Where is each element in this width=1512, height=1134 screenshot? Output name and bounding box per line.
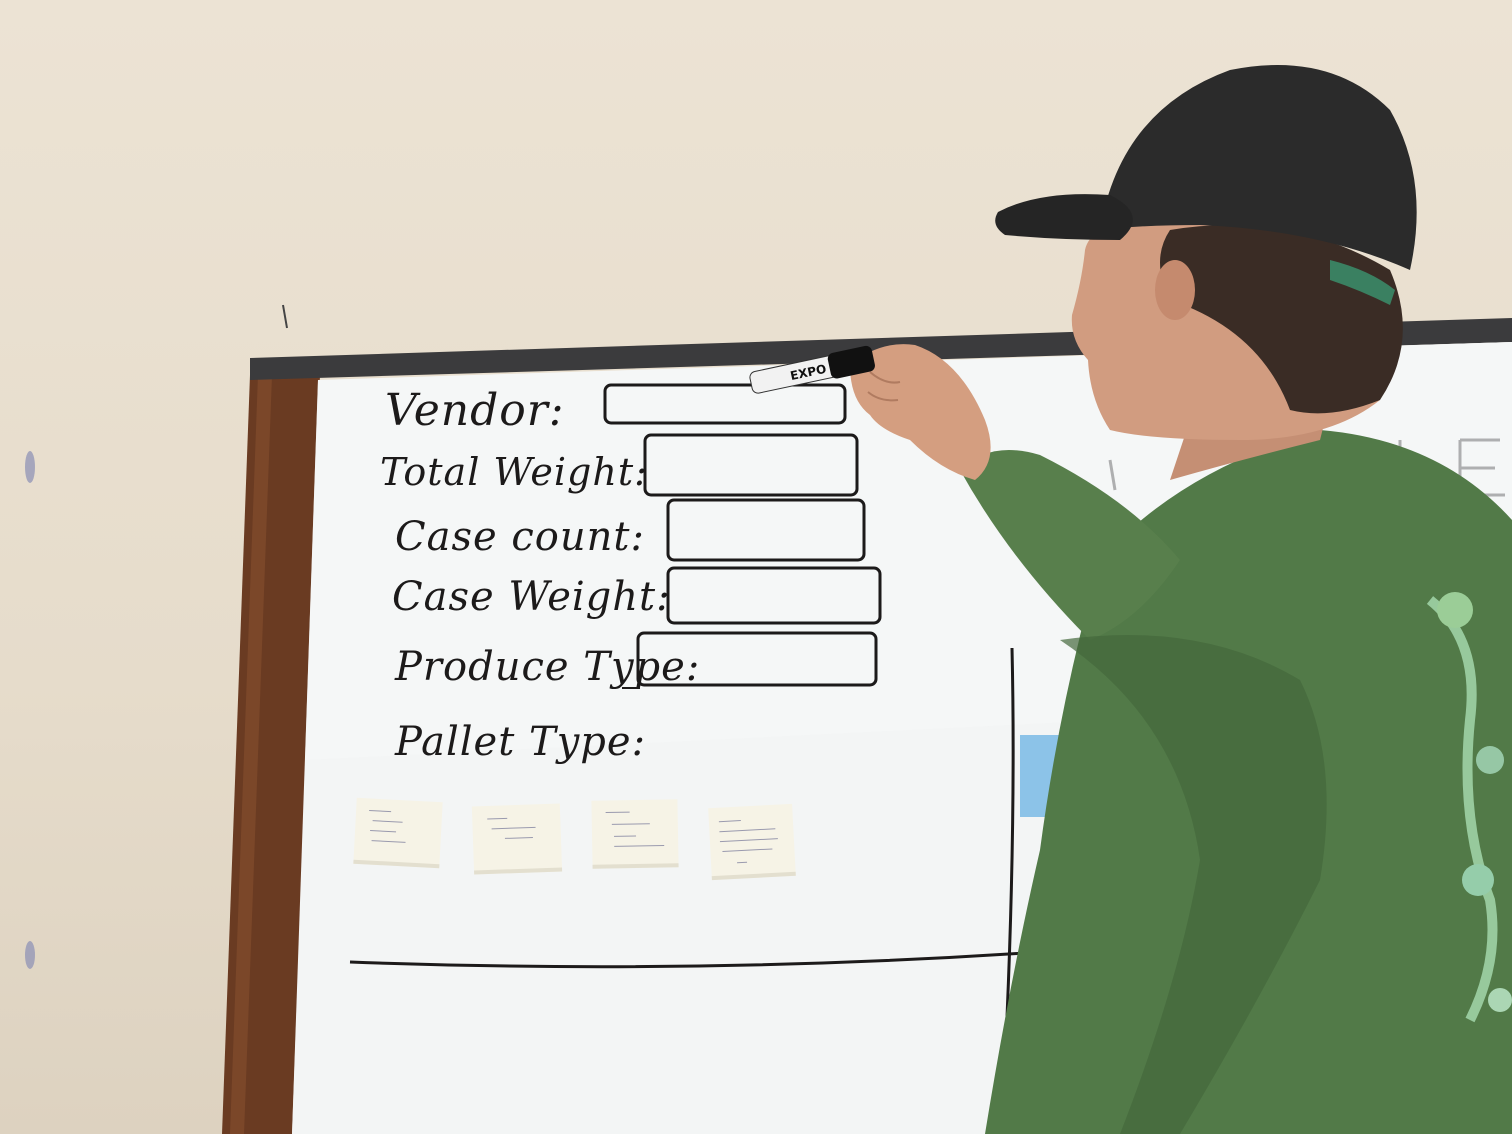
sticky-note <box>708 803 796 881</box>
vendor-box <box>603 383 847 425</box>
cap <box>1100 65 1417 270</box>
marker: EXPO <box>749 345 875 394</box>
sticky-notes <box>353 735 1060 881</box>
board-lines <box>349 438 1505 1041</box>
produce-type-box <box>636 631 878 687</box>
label-case-weight: Case Weight: <box>392 574 671 620</box>
sticky-note <box>353 797 443 869</box>
label-vendor: Vendor: <box>385 385 565 436</box>
label-total-weight: Total Weight: <box>380 450 648 494</box>
label-pallet-type: Pallet Type: <box>394 719 646 765</box>
label-case-count: Case count: <box>395 514 645 560</box>
handwritten-form: Vendor: Total Weight: Case count: Case W… <box>380 383 882 765</box>
wall-marks <box>25 304 288 969</box>
case-weight-box <box>666 566 882 625</box>
sticky-note <box>471 803 563 875</box>
cap-brim <box>995 194 1133 240</box>
shirt-print <box>1426 592 1512 1023</box>
vertical-divider <box>1004 647 1015 1041</box>
case-count-box <box>666 498 866 562</box>
person <box>850 65 1512 1134</box>
label-produce-type: Produce Type: <box>394 644 700 690</box>
horizontal-divider <box>349 950 1041 969</box>
hand <box>850 344 991 480</box>
shirt-sleeve <box>960 450 1180 640</box>
total-weight-box <box>643 433 859 497</box>
sticky-note <box>591 799 679 869</box>
